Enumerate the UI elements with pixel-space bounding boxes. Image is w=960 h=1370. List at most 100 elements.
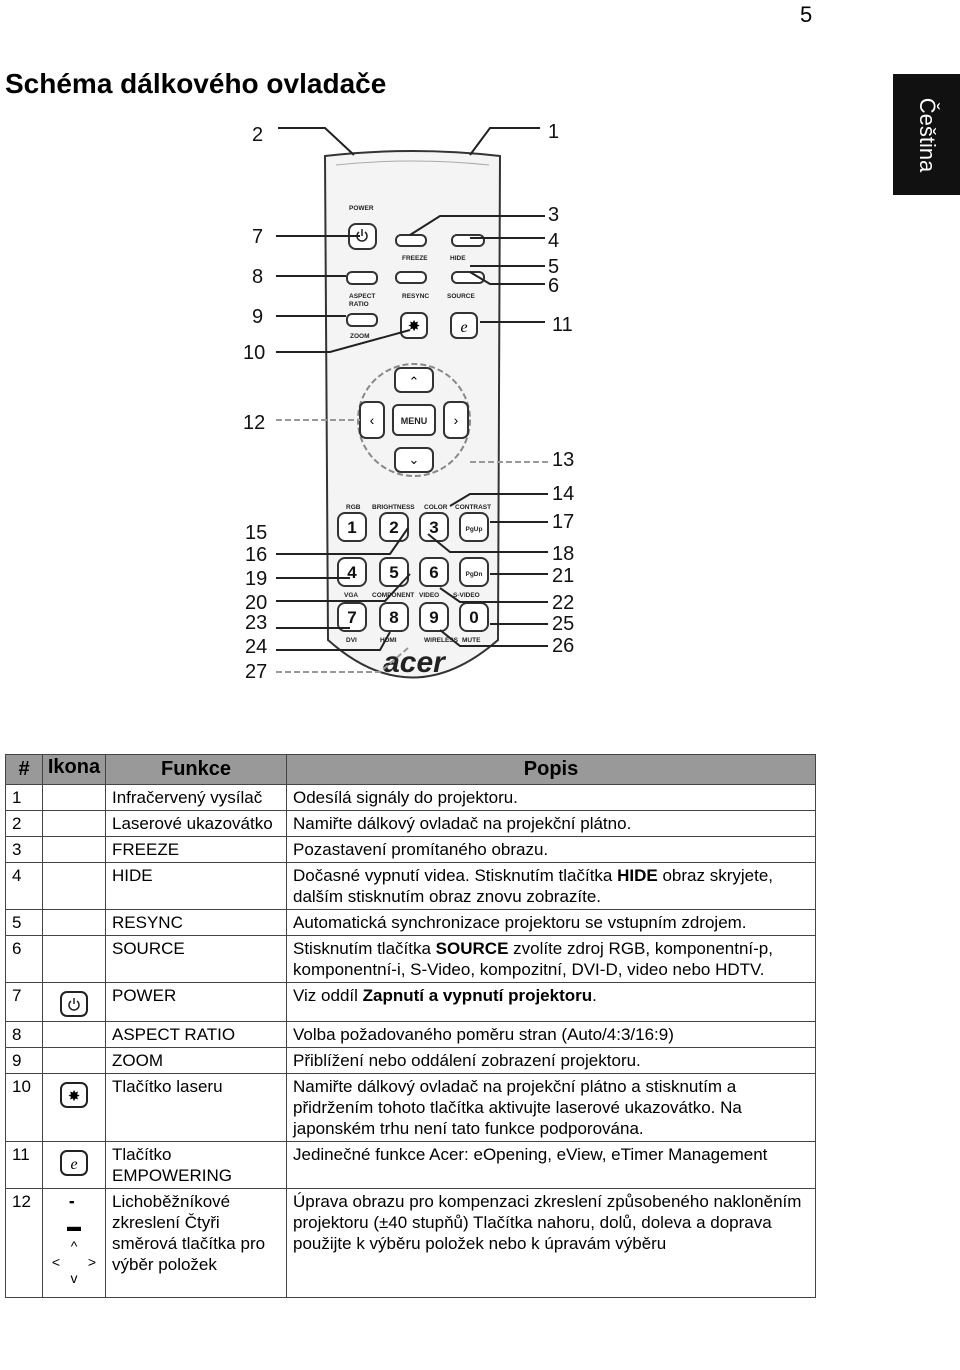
callout-15: 15 [245, 522, 267, 544]
row-description: Stisknutím tlačítka SOURCE zvolíte zdroj… [286, 935, 816, 983]
page-title: Schéma dálkového ovladače [5, 68, 387, 99]
callout-5: 5 [548, 256, 559, 278]
row-icon: ╸▬^<>v [42, 1188, 106, 1298]
power-icon [60, 991, 88, 1017]
row-number: 12 [5, 1188, 43, 1298]
callout-27: 27 [245, 661, 267, 683]
color-label: COLOR [424, 504, 448, 511]
row-number: 9 [5, 1047, 43, 1074]
svg-text:╸: ╸ [69, 1194, 78, 1210]
menu-label: MENU [401, 416, 428, 426]
svideo-label: S-VIDEO [453, 592, 480, 599]
keypad-digit: 3 [429, 518, 438, 537]
svg-text:>: > [88, 1254, 96, 1270]
callout-7: 7 [252, 226, 263, 248]
video-label: VIDEO [419, 592, 439, 599]
callout-8: 8 [252, 266, 263, 288]
row-description: Pozastavení promítaného obrazu. [286, 836, 816, 863]
callout-6: 6 [548, 275, 559, 297]
svg-text:e: e [70, 1156, 77, 1173]
row-number: 10 [5, 1073, 43, 1142]
row-description: Odesílá signály do projektoru. [286, 784, 816, 811]
row-function: FREEZE [105, 836, 287, 863]
row-icon [42, 810, 106, 837]
right-button [443, 401, 469, 439]
up-button [394, 367, 434, 393]
laser-icon: ✸ [60, 1082, 88, 1108]
row-function: Tlačítko laseru [105, 1073, 287, 1142]
row-function: Lichoběžníkové zkreslení Čtyři směrová t… [105, 1188, 287, 1298]
left-arrow-icon: ‹ [370, 412, 375, 428]
callout-25: 25 [552, 613, 574, 635]
power-label: POWER [349, 205, 374, 212]
keypad-page-label: PgDn [466, 571, 483, 578]
header-description: Popis [286, 754, 816, 785]
callout-26: 26 [552, 635, 574, 657]
callout-13: 13 [552, 449, 574, 471]
keypad-digit: 6 [429, 563, 438, 582]
freeze-button [395, 234, 427, 247]
keypad-button [459, 557, 489, 587]
source-label: SOURCE [447, 293, 475, 300]
keypad-digit: 2 [389, 518, 398, 537]
keypad-digit: 9 [429, 608, 438, 627]
callout-2: 2 [252, 124, 263, 146]
dvi-label: DVI [346, 637, 357, 644]
header-icon: Ikona [42, 754, 106, 785]
zoom-button [346, 313, 378, 327]
table-header-row: # Ikona Funkce Popis [5, 754, 816, 785]
callout-numbers: 2 1 7 8 9 10 3 4 5 6 11 12 13 14 15 17 1… [243, 121, 574, 683]
row-number: 5 [5, 909, 43, 936]
dashed-callout-lines [276, 419, 548, 673]
keypad-button [419, 557, 449, 587]
menu-button [392, 404, 436, 436]
row-function: Infračervený vysílač [105, 784, 287, 811]
up-arrow-icon: ⌃ [409, 374, 420, 389]
keypad-digit: 1 [347, 518, 356, 537]
row-function: HIDE [105, 862, 287, 910]
row-icon [42, 836, 106, 863]
keypad-page-label: PgUp [466, 526, 483, 533]
empowering-icon: e [60, 1150, 88, 1176]
row-number: 4 [5, 862, 43, 910]
callout-10: 10 [243, 342, 265, 364]
svg-text:<: < [52, 1254, 60, 1270]
callout-9: 9 [252, 306, 263, 328]
keypad-digit: 0 [469, 608, 478, 627]
rgb-label: RGB [346, 504, 361, 511]
svg-text:v: v [71, 1270, 78, 1286]
row-description: Přiblížení nebo oddálení zobrazení proje… [286, 1047, 816, 1074]
callout-1: 1 [548, 121, 559, 143]
callout-3: 3 [548, 204, 559, 226]
row-number: 1 [5, 784, 43, 811]
row-number: 6 [5, 935, 43, 983]
keypad-digit: 5 [389, 563, 398, 582]
page-number: 5 [800, 2, 813, 27]
keypad-labels: RGB BRIGHTNESS COLOR CONTRAST VGA COMPON… [344, 504, 491, 644]
row-icon [42, 784, 106, 811]
row-function: Tlačítko EMPOWERING [105, 1141, 287, 1189]
callout-14: 14 [552, 483, 574, 505]
wireless-label: WIRELESS [424, 637, 459, 644]
row-description: Volba požadovaného poměru stran (Auto/4:… [286, 1021, 816, 1048]
empowering-button [450, 312, 478, 339]
row-function: ASPECT RATIO [105, 1021, 287, 1048]
aspect-ratio-button [346, 271, 378, 285]
row-description: Úprava obrazu pro kompenzaci zkreslení z… [286, 1188, 816, 1298]
keystone-arrows-icon: ╸▬^<>v [52, 1194, 96, 1286]
row-function: SOURCE [105, 935, 287, 983]
keypad-button [379, 602, 409, 632]
row-icon [42, 1047, 106, 1074]
keypad-button [337, 512, 367, 542]
row-description: Dočasné vypnutí videa. Stisknutím tlačít… [286, 862, 816, 910]
down-button [394, 447, 434, 473]
row-icon: e [42, 1141, 106, 1189]
svg-text:▬: ▬ [67, 1218, 81, 1234]
